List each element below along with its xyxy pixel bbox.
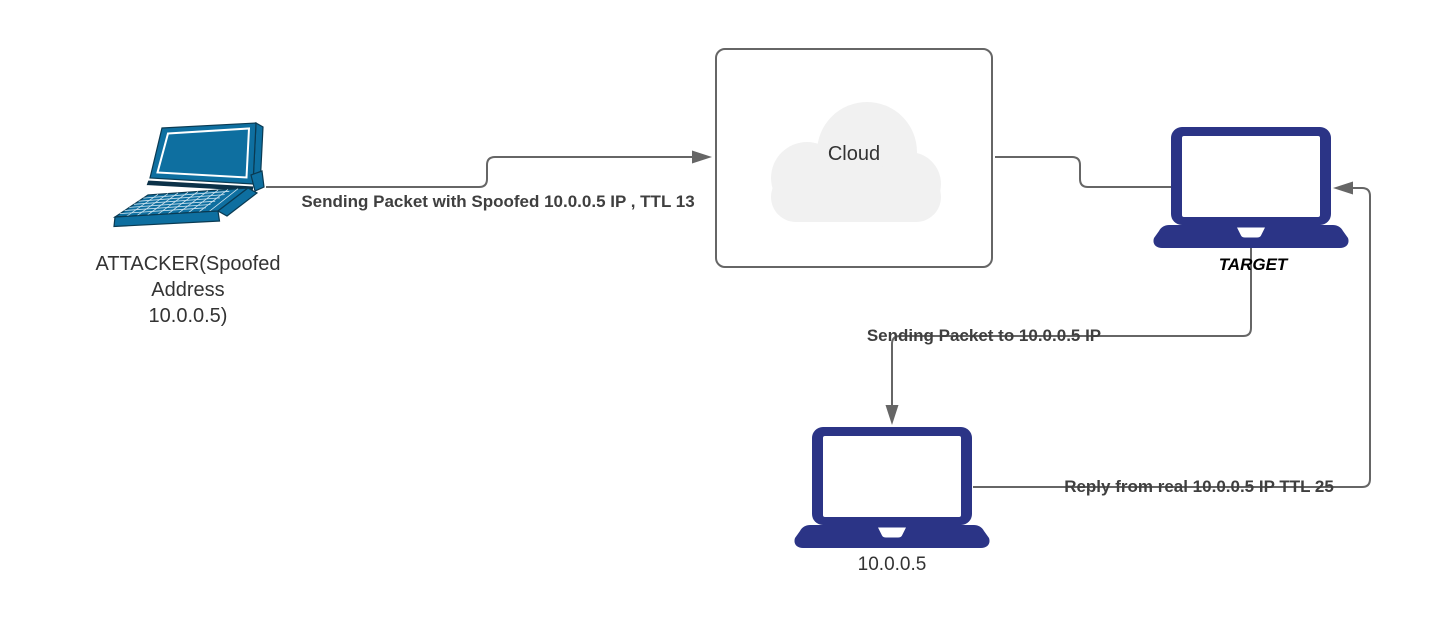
- edge-label-sending-packet: Sending Packet to 10.0.0.5 IP: [866, 326, 1102, 345]
- edge-label-reply-packet: Reply from real 10.0.0.5 IP TTL 25: [1064, 477, 1334, 496]
- laptop-icon: [1153, 127, 1349, 248]
- arrowhead-into-real-host: [885, 405, 899, 425]
- edge-label-spoofed-packet: Sending Packet with Spoofed 10.0.0.5 IP …: [301, 192, 695, 211]
- arrowhead-into-target: [1333, 181, 1353, 195]
- target-label: TARGET: [1218, 255, 1288, 274]
- edge-attacker-to-cloud: [266, 156, 692, 188]
- laptop-3d-icon: [112, 121, 265, 228]
- cloud-icon: [771, 102, 941, 222]
- arrowhead-into-cloud: [692, 150, 712, 164]
- edge-real-host-to-target: [973, 187, 1371, 488]
- cloud-box: Cloud: [715, 48, 993, 268]
- attacker-label: ATTACKER(Spoofed Address 10.0.0.5): [95, 253, 281, 327]
- laptop-icon: [794, 427, 990, 548]
- edge-cloud-to-target: [995, 156, 1171, 188]
- edge-target-to-real-host: [891, 248, 1252, 405]
- real-host-label: 10.0.0.5: [857, 554, 927, 575]
- cloud-label: Cloud: [827, 143, 881, 165]
